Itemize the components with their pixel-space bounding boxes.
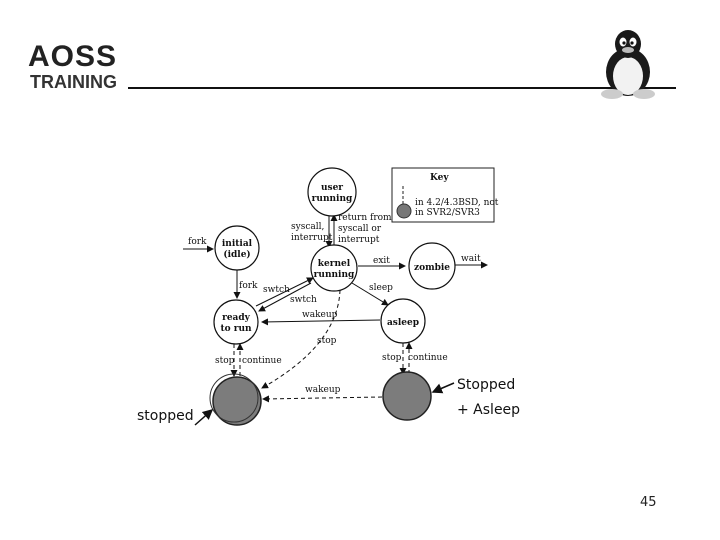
state-zombie: zombie: [408, 242, 456, 290]
state-label: kernel: [318, 259, 351, 269]
state-ready-to-run: ready to run: [213, 299, 259, 345]
tux-penguin-icon: [601, 30, 655, 99]
label-return-2: syscall or: [338, 224, 382, 234]
state-label: running: [312, 194, 353, 204]
state-kernel-running: kernel running: [310, 244, 358, 292]
label-swtch-1: swtch: [263, 285, 290, 295]
state-label: asleep: [387, 318, 419, 328]
label-stop-asleep: stop: [382, 353, 402, 363]
label-fork: fork: [239, 281, 258, 291]
state-initial: initial (idle): [214, 225, 260, 271]
state-asleep: asleep: [380, 298, 426, 344]
label-continue-asleep: continue: [408, 353, 448, 363]
label-stop-ready: stop: [215, 356, 235, 366]
state-user-running: user running: [307, 167, 357, 217]
state-label: initial: [222, 239, 253, 249]
label-continue-ready: continue: [242, 356, 282, 366]
logo-training: TRAINING: [30, 72, 117, 92]
state-stopped-asleep: [382, 371, 432, 421]
label-return-3: interrupt: [338, 235, 380, 245]
page-number: 45: [640, 495, 657, 510]
annotation-asleep-right: + Asleep: [457, 402, 521, 418]
key-box: Key in 4.2/4.3BSD, not in SVR2/SVR3: [391, 167, 499, 223]
label-interrupt: interrupt: [291, 233, 333, 243]
label-sleep: sleep: [369, 283, 393, 293]
label-syscall: syscall,: [291, 222, 324, 232]
state-label: to run: [220, 324, 252, 334]
annotation-stopped: stopped: [137, 408, 194, 424]
state-label: ready: [222, 313, 251, 323]
label-swtch-2: swtch: [290, 295, 317, 305]
key-text-line-2: in SVR2/SVR3: [415, 208, 480, 218]
label-return-1: return from: [338, 213, 392, 223]
logo-aoss: AOSS: [28, 40, 118, 73]
label-exit: exit: [373, 256, 390, 266]
header-rule: [128, 87, 676, 89]
label-wait: wait: [461, 254, 481, 264]
state-label: zombie: [414, 263, 450, 273]
label-wakeup-stopped: wakeup: [305, 385, 341, 395]
annotation-stopped-right: Stopped: [457, 377, 516, 393]
state-label: user: [321, 183, 343, 193]
state-label: running: [314, 270, 355, 280]
state-label: (idle): [223, 249, 250, 260]
key-text-line-1: in 4.2/4.3BSD, not: [415, 198, 499, 208]
key-title: Key: [430, 173, 449, 183]
state-stopped: [209, 373, 262, 426]
label-wakeup: wakeup: [302, 310, 338, 320]
label-fork-in: fork: [188, 237, 207, 247]
label-stop-kernel: stop: [317, 336, 337, 346]
